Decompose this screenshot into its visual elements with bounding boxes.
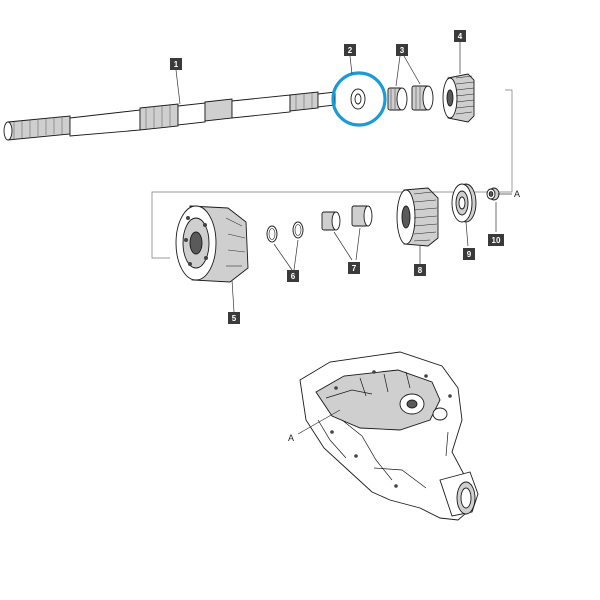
svg-text:6: 6 — [291, 272, 296, 281]
ref-label-lower: A — [288, 433, 294, 443]
transmission-housing[interactable] — [299, 351, 479, 521]
part-1-main-shaft[interactable] — [3, 91, 336, 141]
callout-1: 1 — [170, 58, 182, 70]
callout-8: 8 — [414, 264, 426, 276]
part-6-snap-rings[interactable] — [266, 221, 304, 243]
svg-text:5: 5 — [232, 314, 237, 323]
svg-text:2: 2 — [348, 46, 353, 55]
callout-7: 7 — [348, 262, 360, 274]
part-5-clutch-assembly[interactable] — [175, 205, 249, 283]
callout-3: 3 — [396, 44, 408, 56]
part-10-bushing[interactable] — [486, 187, 500, 201]
svg-text:10: 10 — [492, 236, 501, 245]
ref-label-upper: A — [514, 189, 520, 199]
part-7-needle-bearings[interactable] — [321, 205, 373, 231]
svg-text:8: 8 — [418, 266, 423, 275]
svg-text:1: 1 — [174, 60, 179, 69]
part-4-spur-gear[interactable] — [442, 73, 475, 123]
callout-4: 4 — [454, 30, 466, 42]
svg-text:4: 4 — [458, 32, 463, 41]
svg-text:9: 9 — [467, 250, 472, 259]
group-bracket — [151, 89, 513, 259]
callout-9: 9 — [463, 248, 475, 260]
callout-2: 2 — [344, 44, 356, 56]
svg-text:7: 7 — [352, 264, 357, 273]
part-3-needle-bearings[interactable] — [387, 85, 434, 111]
part-8-double-gear[interactable] — [396, 187, 439, 247]
part-9-ball-bearing[interactable] — [451, 183, 477, 223]
highlight-ring — [331, 71, 387, 127]
part-2-washer[interactable] — [350, 88, 366, 110]
callout-6: 6 — [287, 270, 299, 282]
callout-5: 5 — [228, 312, 240, 324]
callout-10: 10 — [488, 234, 504, 246]
svg-text:3: 3 — [400, 46, 405, 55]
